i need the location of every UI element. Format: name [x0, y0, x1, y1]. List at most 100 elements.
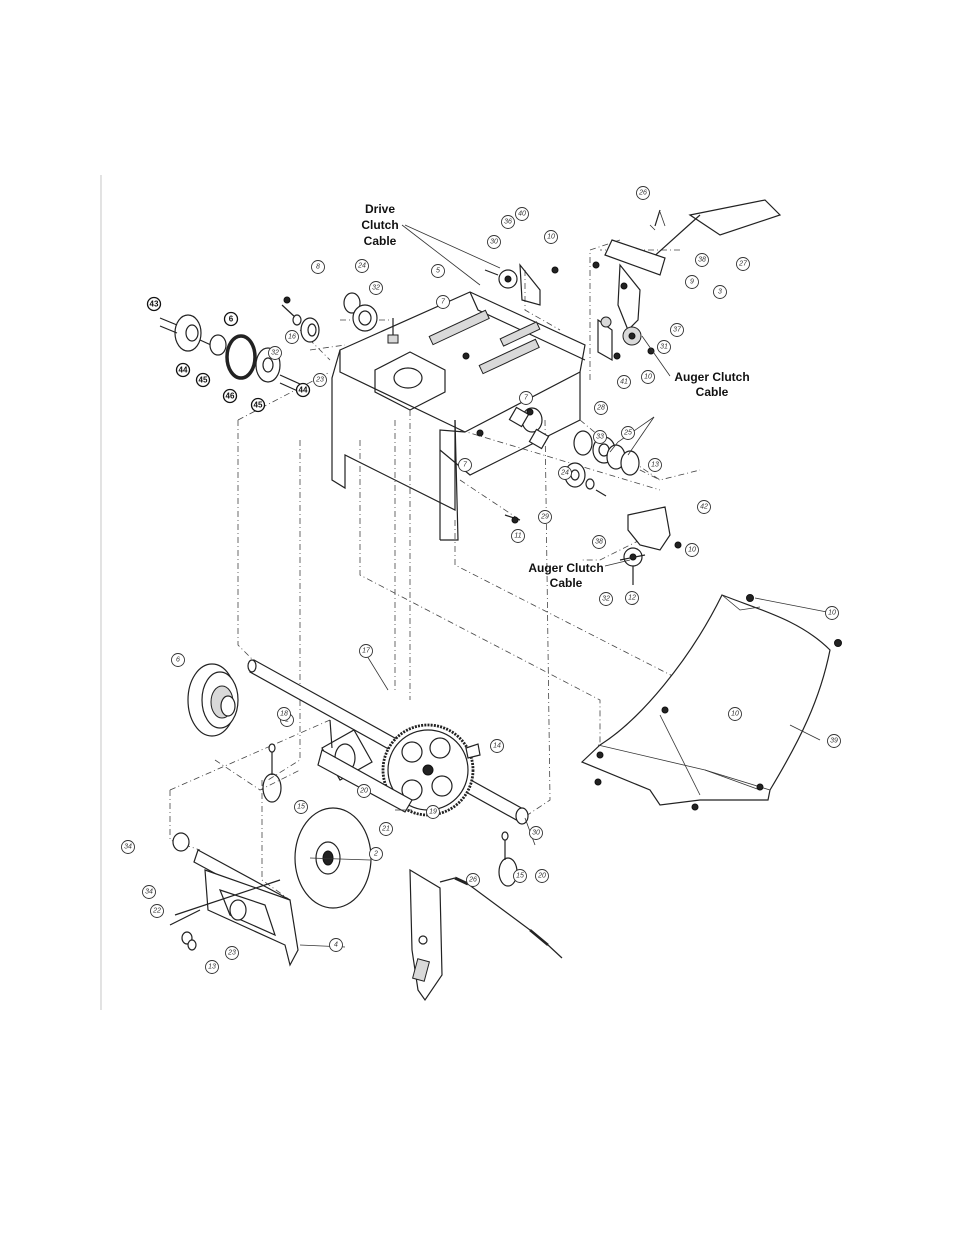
svg-text:42: 42	[700, 504, 708, 511]
svg-text:5: 5	[436, 268, 440, 275]
svg-text:30: 30	[490, 239, 498, 246]
part-bubble: 15	[513, 869, 527, 883]
svg-text:2: 2	[373, 851, 378, 858]
svg-text:14: 14	[493, 743, 501, 750]
part-bubble: 4	[329, 938, 343, 952]
part-bubble: 16	[285, 330, 299, 344]
svg-text:7: 7	[463, 462, 468, 469]
part-bubble: 2	[369, 847, 383, 861]
part-bubble: 32	[369, 281, 383, 295]
part-bubble: 13	[205, 960, 219, 974]
svg-text:46: 46	[226, 392, 235, 401]
part-bubble: 42	[697, 500, 711, 514]
shaft-and-gear	[247, 659, 529, 825]
part-bubble: 38	[592, 535, 606, 549]
part-bubble: 30	[529, 826, 543, 840]
part-bubble: 30	[487, 235, 501, 249]
part-bubble: 17	[359, 644, 373, 658]
part-bubble: 7	[458, 458, 472, 472]
svg-text:23: 23	[315, 377, 324, 384]
part-bubble: 12	[625, 591, 639, 605]
friction-wheel	[294, 807, 372, 909]
part-bubble: 15	[294, 800, 308, 814]
part-bubble: 39	[827, 734, 841, 748]
svg-text:36: 36	[504, 219, 512, 226]
bottom-shield	[580, 594, 831, 806]
hardware-bolts	[283, 261, 842, 811]
svg-text:33: 33	[596, 434, 604, 441]
part-bubble: 10	[728, 707, 742, 721]
svg-text:34: 34	[145, 889, 153, 896]
part-bubble: 21	[379, 822, 393, 836]
part-bubble: 23	[225, 946, 239, 960]
svg-text:18: 18	[280, 711, 288, 718]
svg-text:6: 6	[176, 657, 180, 664]
part-bubble: 37	[670, 323, 684, 337]
part-bubble: 45	[195, 372, 211, 388]
part-bubble: 33	[593, 430, 607, 444]
part-bubble: 23	[313, 373, 327, 387]
assembly-lines	[169, 239, 701, 901]
svg-text:34: 34	[124, 844, 132, 851]
svg-text:10: 10	[644, 374, 652, 381]
part-bubble: 26	[466, 873, 480, 887]
callout-auger-clutch-cable-top: Auger Clutch Cable	[674, 370, 749, 399]
part-bubble: 43	[146, 296, 162, 312]
drive-pulley	[187, 663, 239, 737]
part-bubble: 20	[357, 784, 371, 798]
part-bubble: 34	[142, 885, 156, 899]
part-bubble: 5	[431, 264, 445, 278]
callout-line: Cable	[364, 234, 397, 248]
part-bubble: 18	[277, 707, 291, 721]
part-bubble: 40	[515, 207, 529, 221]
part-bubble: 10	[641, 370, 655, 384]
part-bubble: 6	[171, 653, 185, 667]
part-bubble: 44	[295, 382, 311, 398]
svg-text:32: 32	[372, 285, 380, 292]
right-washer-stack	[504, 430, 640, 521]
svg-text:13: 13	[651, 462, 659, 469]
part-bubble: 7	[519, 391, 533, 405]
part-bubble: 19	[426, 805, 440, 819]
lower-left-bracket	[169, 832, 299, 967]
part-bubble: 14	[490, 739, 504, 753]
part-bubble: 10	[825, 606, 839, 620]
svg-text:11: 11	[514, 533, 521, 540]
part-bubble: 6	[223, 311, 239, 327]
svg-text:19: 19	[429, 809, 437, 816]
svg-text:27: 27	[738, 261, 748, 268]
part-bubble: 10	[544, 230, 558, 244]
svg-text:10: 10	[731, 711, 739, 718]
svg-text:15: 15	[297, 804, 305, 811]
part-bubble: 31	[657, 340, 671, 354]
svg-text:44: 44	[299, 386, 308, 395]
svg-text:12: 12	[628, 595, 636, 602]
svg-text:15: 15	[516, 873, 524, 880]
svg-text:10: 10	[688, 547, 696, 554]
shift-plate-and-cable	[409, 868, 563, 1002]
part-bubble: 7	[436, 295, 450, 309]
svg-text:31: 31	[660, 344, 668, 351]
callout-line: Cable	[696, 385, 729, 399]
svg-text:20: 20	[359, 788, 368, 795]
part-bubble: 20	[535, 869, 549, 883]
part-bubble: 27	[736, 257, 750, 271]
part-bubble: 11	[511, 529, 525, 543]
callout-line: Cable	[550, 576, 583, 590]
svg-text:44: 44	[179, 366, 188, 375]
svg-text:24: 24	[357, 263, 366, 270]
callout-line: Clutch	[361, 218, 398, 232]
svg-text:7: 7	[441, 299, 446, 306]
part-bubble: 10	[685, 543, 699, 557]
svg-text:23: 23	[227, 950, 236, 957]
svg-text:32: 32	[271, 350, 279, 357]
svg-text:17: 17	[362, 648, 371, 655]
svg-text:20: 20	[537, 873, 546, 880]
svg-text:41: 41	[620, 379, 628, 386]
callout-line: Auger Clutch	[674, 370, 749, 384]
svg-text:43: 43	[150, 300, 159, 309]
svg-text:38: 38	[698, 257, 706, 264]
part-bubble: 13	[648, 458, 662, 472]
part-bubble: 22	[150, 904, 164, 918]
